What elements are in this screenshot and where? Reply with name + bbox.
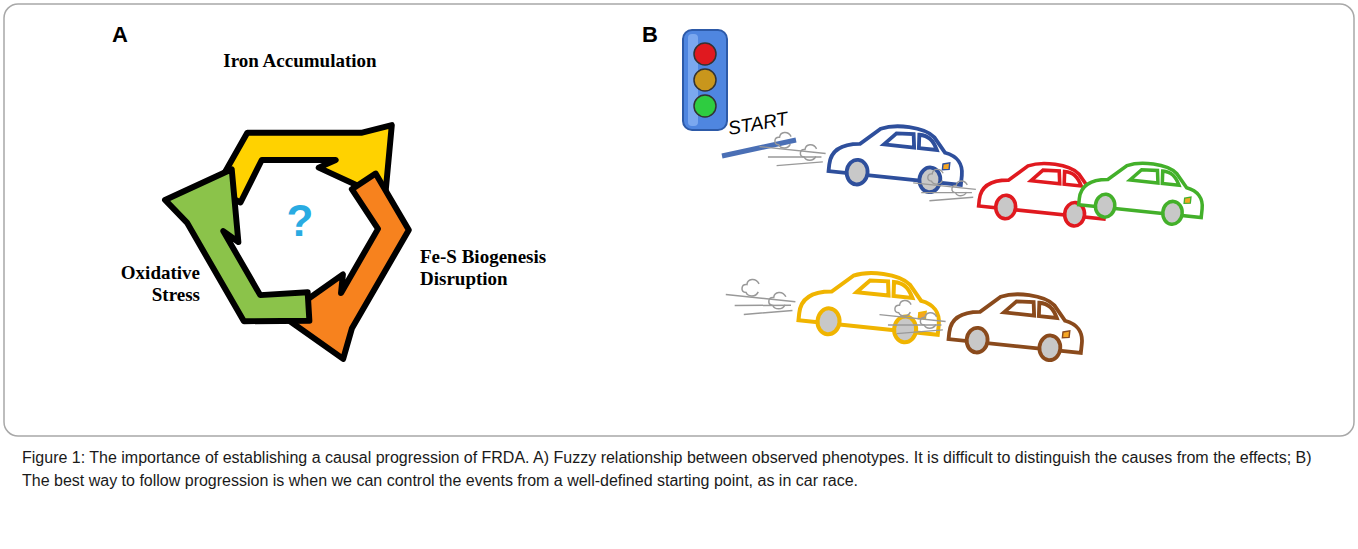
green-car: [1078, 157, 1207, 228]
panel-letter: B: [642, 22, 682, 47]
panel-letter: A: [112, 22, 152, 47]
phenotype-label: Iron Accumulation: [200, 50, 400, 72]
panel-frame: [4, 4, 1354, 436]
brown-car: [877, 280, 1087, 364]
orange-arrow: [276, 167, 431, 359]
figure-caption: Figure 1: The importance of establishing…: [22, 446, 1338, 492]
traffic-light: [683, 30, 727, 130]
start-label: START: [726, 104, 809, 139]
cycle-arrows: [165, 125, 432, 359]
question-mark: ?: [280, 196, 320, 247]
red-car: [910, 150, 1109, 229]
green-arrow: [165, 161, 320, 353]
phenotype-label: Oxidative Stress: [100, 262, 200, 306]
phenotype-label: Fe-S Biogenesis Disruption: [420, 246, 590, 290]
